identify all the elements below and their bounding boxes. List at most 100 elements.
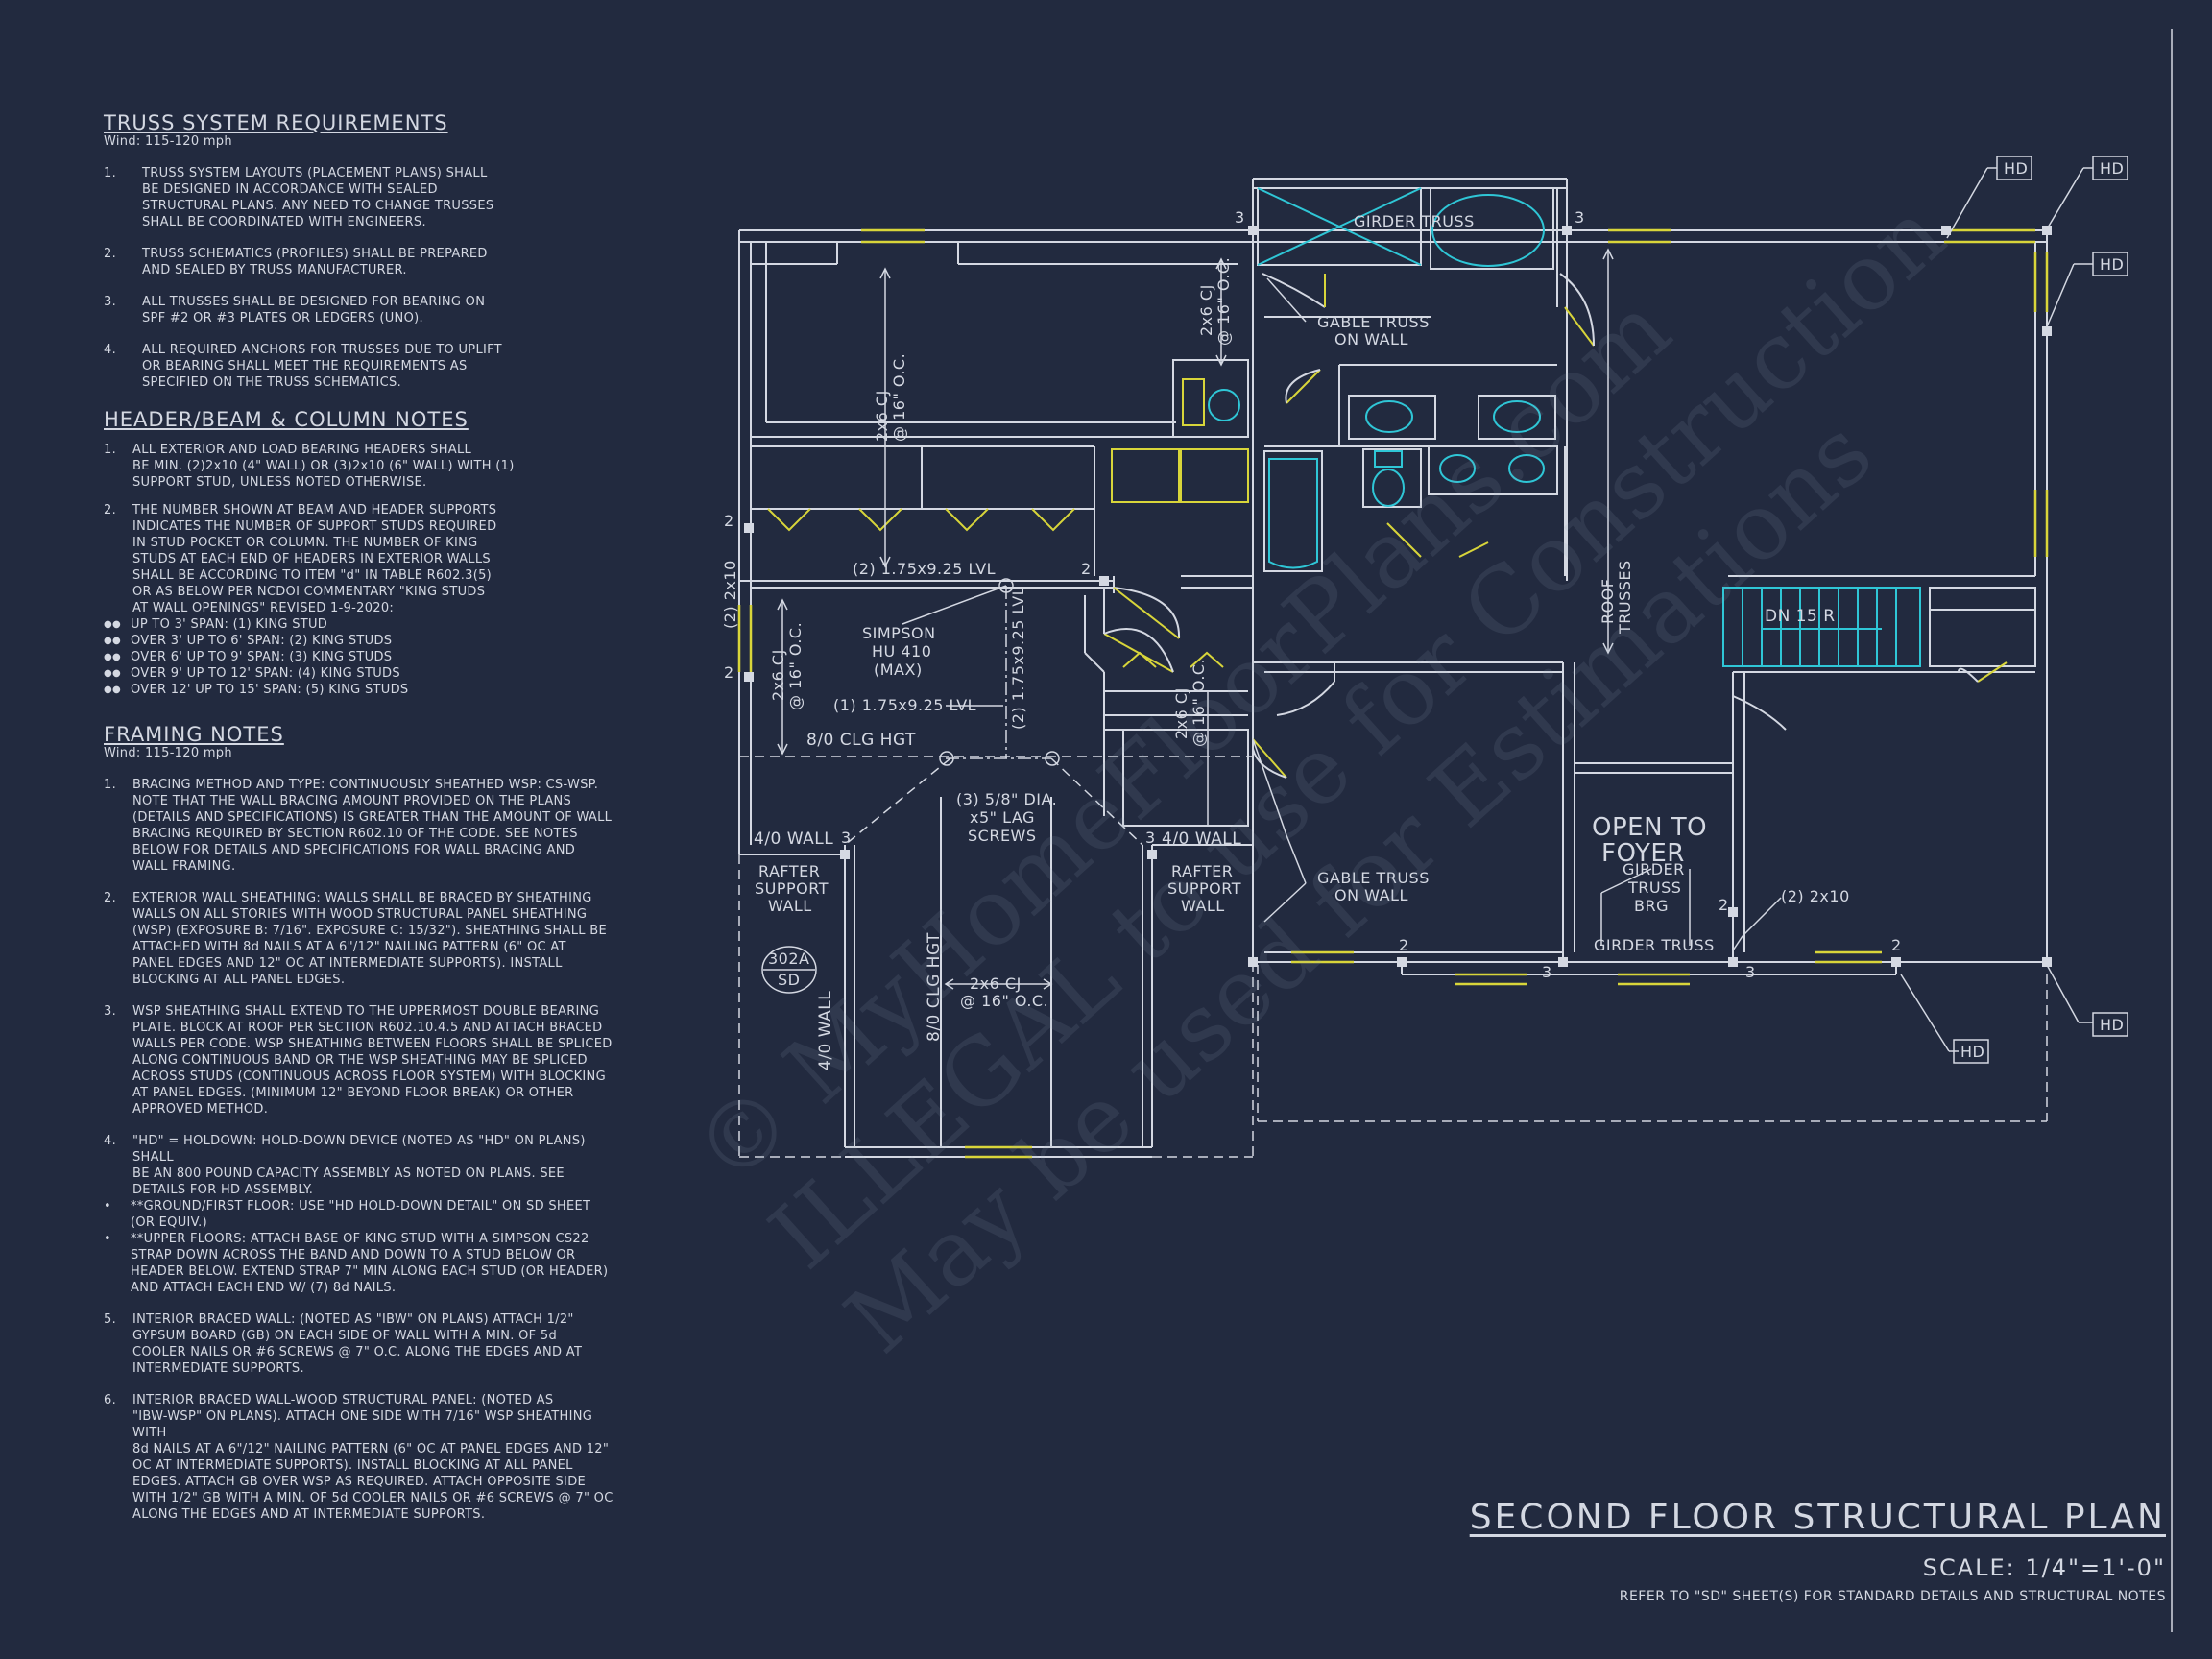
rafter-support-label: RAFTER xyxy=(1171,862,1233,880)
section-sheet: SD xyxy=(778,971,800,989)
framing-item: 4. "HD" = HOLDOWN: HOLD-DOWN DEVICE (NOTE… xyxy=(104,1133,622,1198)
wall-height-label: 4/0 WALL xyxy=(1162,830,1241,849)
bullet-text: OVER 9' UP TO 12' SPAN: (4) KING STUDS xyxy=(131,666,400,681)
bullet-text: OVER 3' UP TO 6' SPAN: (2) KING STUDS xyxy=(131,634,393,648)
ceiling-joist-label: 2x6 CJ xyxy=(1197,284,1215,336)
drawing-scale: SCALE: 1/4"=1'-0" xyxy=(1922,1554,2166,1581)
framing-item: 3.WSP SHEATHING SHALL EXTEND TO THE UPPE… xyxy=(104,1003,622,1118)
girder-bearing-label: GIRDER xyxy=(1623,860,1685,878)
ceiling-joist-label: 2x6 CJ xyxy=(1172,687,1190,739)
bullet-text: **GROUND/FIRST FLOOR: USE "HD HOLD-DOWN … xyxy=(131,1199,591,1230)
gable-truss-label: GABLE TRUSS xyxy=(1317,869,1430,887)
clg-hgt-label: 8/0 CLG HGT xyxy=(806,731,916,750)
item-text: TRUSS SCHEMATICS (PROFILES) SHALL BE PRE… xyxy=(142,247,488,277)
bullet-icon: • xyxy=(104,1199,111,1214)
hd-label: HD xyxy=(1960,1043,1984,1061)
wall-height-label: 4/0 WALL xyxy=(816,991,835,1070)
simpson-label: (MAX) xyxy=(874,661,923,679)
item-text: EXTERIOR WALL SHEATHING: WALLS SHALL BE … xyxy=(132,891,607,987)
bullet-icon: • xyxy=(104,1232,111,1246)
truss-subtitle: Wind: 115-120 mph xyxy=(104,134,232,149)
bullet-icon: ●● xyxy=(104,636,122,646)
lvl-beam-label: (1) 1.75x9.25 LVL xyxy=(833,696,976,714)
roof-trusses-label: ROOF xyxy=(1599,578,1617,624)
stair-label: DN 15 R xyxy=(1765,607,1836,626)
king-stud-bullet: ●● OVER 6' UP TO 9' SPAN: (3) KING STUDS xyxy=(104,649,622,665)
header-item: 2.THE NUMBER SHOWN AT BEAM AND HEADER SU… xyxy=(104,502,622,616)
ceiling-joist-label: 2x6 CJ xyxy=(970,974,1022,993)
stud-count: 3 xyxy=(1145,829,1156,847)
girder-truss-bottom-label: GIRDER TRUSS xyxy=(1594,936,1715,954)
bullet-icon: ●● xyxy=(104,619,122,630)
bullet-icon: ●● xyxy=(104,652,122,662)
rafter-support-label: WALL xyxy=(1181,897,1225,915)
rafter-support-label: SUPPORT xyxy=(1167,879,1241,898)
item-number: 5. xyxy=(104,1312,117,1327)
header-item: 1.ALL EXTERIOR AND LOAD BEARING HEADERS … xyxy=(104,442,622,491)
item-text: TRUSS SYSTEM LAYOUTS (PLACEMENT PLANS) S… xyxy=(142,166,494,229)
bullet-text: UP TO 3' SPAN: (1) KING STUD xyxy=(131,617,328,632)
hd-label: HD xyxy=(2100,255,2124,274)
header-title: HEADER/BEAM & COLUMN NOTES xyxy=(104,408,469,431)
item-text: "HD" = HOLDOWN: HOLD-DOWN DEVICE (NOTED … xyxy=(132,1134,586,1197)
stud-count: 2 xyxy=(1081,560,1092,578)
framing-item: 2.EXTERIOR WALL SHEATHING: WALLS SHALL B… xyxy=(104,890,622,988)
rafter-support-label: SUPPORT xyxy=(755,879,829,898)
hd-label: HD xyxy=(2100,159,2124,178)
open-to-foyer-label: OPEN TO xyxy=(1592,813,1707,842)
bullet-icon: ●● xyxy=(104,668,122,679)
stud-count: 2 xyxy=(724,512,734,530)
truss-item: 3. ALL TRUSSES SHALL BE DESIGNED FOR BEAR… xyxy=(104,294,622,326)
drawing-note: REFER TO "SD" SHEET(S) FOR STANDARD DETA… xyxy=(1619,1589,2166,1604)
framing-title: FRAMING NOTES xyxy=(104,723,284,746)
truss-title: TRUSS SYSTEM REQUIREMENTS xyxy=(104,111,448,134)
ceiling-joist-label: @ 16" O.C. xyxy=(786,622,805,710)
stud-count: 3 xyxy=(1575,208,1585,227)
stud-count: 3 xyxy=(841,829,852,847)
ceiling-joist-label: 2x6 CJ xyxy=(769,649,787,701)
truss-item: 1. TRUSS SYSTEM LAYOUTS (PLACEMENT PLANS)… xyxy=(104,165,622,230)
item-number: 3. xyxy=(104,295,117,309)
framing-sub-bullet: • **UPPER FLOORS: ATTACH BASE OF KING STU… xyxy=(104,1231,622,1296)
stud-count: 3 xyxy=(1542,963,1552,981)
ceiling-joist-label: @ 16" O.C. xyxy=(1190,659,1208,747)
drawing-title: SECOND FLOOR STRUCTURAL PLAN xyxy=(1469,1498,2166,1537)
bullet-text: **UPPER FLOORS: ATTACH BASE OF KING STUD… xyxy=(131,1232,609,1295)
item-text: INTERIOR BRACED WALL-WOOD STRUCTURAL PAN… xyxy=(132,1393,613,1522)
item-text: ALL TRUSSES SHALL BE DESIGNED FOR BEARIN… xyxy=(142,295,486,325)
item-number: 1. xyxy=(104,778,117,792)
bullet-icon: ●● xyxy=(104,685,122,695)
lag-screw-label: x5" LAG xyxy=(970,808,1035,827)
clg-hgt-label: 8/0 CLG HGT xyxy=(925,932,944,1042)
stud-count: 2 xyxy=(1399,936,1409,954)
stud-count: 2 xyxy=(724,663,734,682)
ceiling-joist-label: @ 16" O.C. xyxy=(890,353,908,442)
item-text: INTERIOR BRACED WALL: (NOTED AS "IBW" ON… xyxy=(132,1312,583,1376)
ceiling-joist-label: @ 16" O.C. xyxy=(1214,257,1233,346)
header-size-label: (2) 2x10 xyxy=(721,560,739,629)
item-number: 2. xyxy=(104,503,117,517)
ceiling-joist-label: @ 16" O.C. xyxy=(960,992,1048,1010)
item-text: ALL REQUIRED ANCHORS FOR TRUSSES DUE TO … xyxy=(142,343,502,390)
roof-trusses-label: TRUSSES xyxy=(1616,560,1634,635)
item-number: 6. xyxy=(104,1393,117,1407)
lvl-beam-label: (2) 1.75x9.25 LVL xyxy=(1009,587,1027,730)
hd-label: HD xyxy=(2100,1016,2124,1034)
hd-label: HD xyxy=(2004,159,2028,178)
king-stud-bullet: ●● OVER 3' UP TO 6' SPAN: (2) KING STUDS xyxy=(104,633,622,649)
item-number: 2. xyxy=(104,247,117,261)
header-size-label: (2) 2x10 xyxy=(1781,887,1850,905)
gable-truss-label: ON WALL xyxy=(1334,330,1408,349)
item-number: 1. xyxy=(104,166,117,180)
stud-count: 3 xyxy=(1235,208,1245,227)
gable-truss-label: ON WALL xyxy=(1334,886,1408,904)
framing-section: FRAMING NOTES Wind: 115-120 mph 1.BRACIN… xyxy=(104,723,622,1523)
bullet-text: OVER 6' UP TO 9' SPAN: (3) KING STUDS xyxy=(131,650,393,664)
stud-count: 3 xyxy=(1745,963,1756,981)
item-number: 1. xyxy=(104,443,117,457)
title-block: SECOND FLOOR STRUCTURAL PLAN SCALE: 1/4"… xyxy=(1470,1498,2166,1604)
lag-screw-label: SCREWS xyxy=(968,827,1037,845)
item-number: 4. xyxy=(104,1134,117,1148)
lvl-beam-label: (2) 1.75x9.25 LVL xyxy=(853,560,996,578)
framing-item: 5. INTERIOR BRACED WALL: (NOTED AS "IBW" … xyxy=(104,1311,622,1377)
